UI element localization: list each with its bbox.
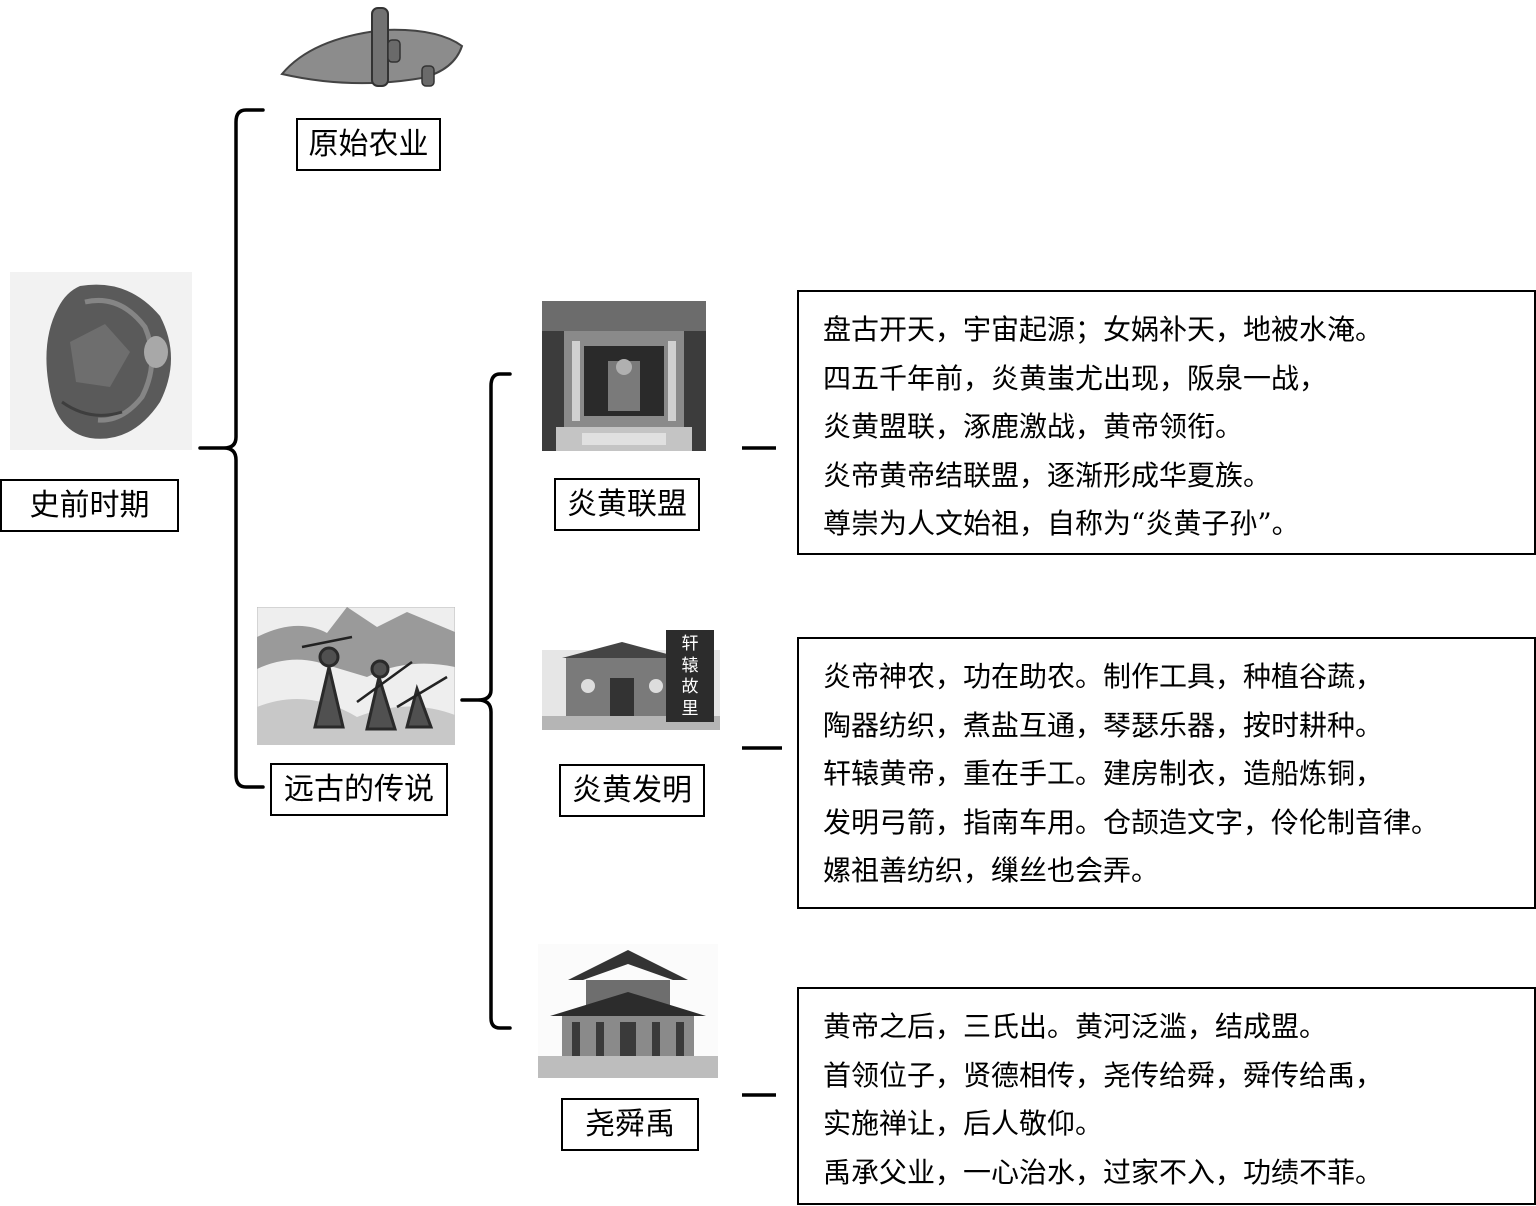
xuanyuan-gate-image: 轩 辕 故 里 xyxy=(542,628,720,730)
legends-label: 远古的传说 xyxy=(270,763,448,816)
text-line: 炎帝神农，功在助农。制作工具，种植谷蔬， xyxy=(823,660,1384,693)
sign-char: 轩 xyxy=(681,634,699,654)
sign-char: 辕 xyxy=(681,655,699,676)
hoe-tool-image xyxy=(272,0,472,96)
battle-illustration xyxy=(257,607,455,745)
main-bracket xyxy=(198,108,265,789)
yao-shun-yu-textbox: 黄帝之后，三氏出。黄河泛滥，结成盟。 首领位子，贤德相传，尧传给舜，舜传给禹， … xyxy=(797,987,1536,1205)
sign-char: 故 xyxy=(681,677,699,698)
text-line: 实施禅让，后人敬仰。 xyxy=(823,1107,1104,1140)
text-line: 尊崇为人文始祖，自称为“炎黄子孙”。 xyxy=(823,507,1300,540)
inventions-textbox: 炎帝神农，功在助农。制作工具，种植谷蔬， 陶器纺织，煮盐互通，琴瑟乐器，按时耕种… xyxy=(797,637,1536,909)
text-line: 炎黄盟联，涿鹿激战，黄帝领衔。 xyxy=(823,410,1244,443)
stone-tool-image xyxy=(10,272,192,450)
text-line: 四五千年前，炎黄蚩尤出现，阪泉一战， xyxy=(823,361,1328,395)
text-line: 盘古开天，宇宙起源；女娲补天，地被水淹。 xyxy=(823,313,1384,346)
text-line: 轩辕黄帝，重在手工。建房制衣，造船炼铜， xyxy=(823,757,1384,790)
root-label: 史前时期 xyxy=(0,479,179,532)
text-line: 黄帝之后，三氏出。黄河泛滥，结成盟。 xyxy=(823,1010,1328,1043)
agriculture-label: 原始农业 xyxy=(296,118,441,171)
pavilion-image xyxy=(538,944,718,1078)
yao-shun-yu-label: 尧舜禹 xyxy=(561,1098,699,1151)
text-line: 炎帝黄帝结联盟，逐渐形成华夏族。 xyxy=(823,458,1272,492)
alliance-label: 炎黄联盟 xyxy=(554,478,700,531)
shrine-image xyxy=(542,301,706,451)
gate-sign: 轩 辕 故 里 xyxy=(670,636,710,718)
text-line: 陶器纺织，煮盐互通，琴瑟乐器，按时耕种。 xyxy=(823,708,1384,742)
text-line: 禹承父业，一心治水，过家不入，功绩不菲。 xyxy=(823,1155,1384,1189)
sign-char: 里 xyxy=(681,698,699,719)
text-line: 发明弓箭，指南车用。仓颉造文字，伶伦制音律。 xyxy=(823,805,1440,839)
legends-bracket xyxy=(460,372,512,1030)
text-line: 嫘祖善纺织，缫丝也会弄。 xyxy=(823,854,1160,887)
alliance-textbox: 盘古开天，宇宙起源；女娲补天，地被水淹。 四五千年前，炎黄蚩尤出现，阪泉一战， … xyxy=(797,290,1536,555)
inventions-label: 炎黄发明 xyxy=(559,764,705,817)
text-line: 首领位子，贤德相传，尧传给舜，舜传给禹， xyxy=(823,1058,1384,1092)
